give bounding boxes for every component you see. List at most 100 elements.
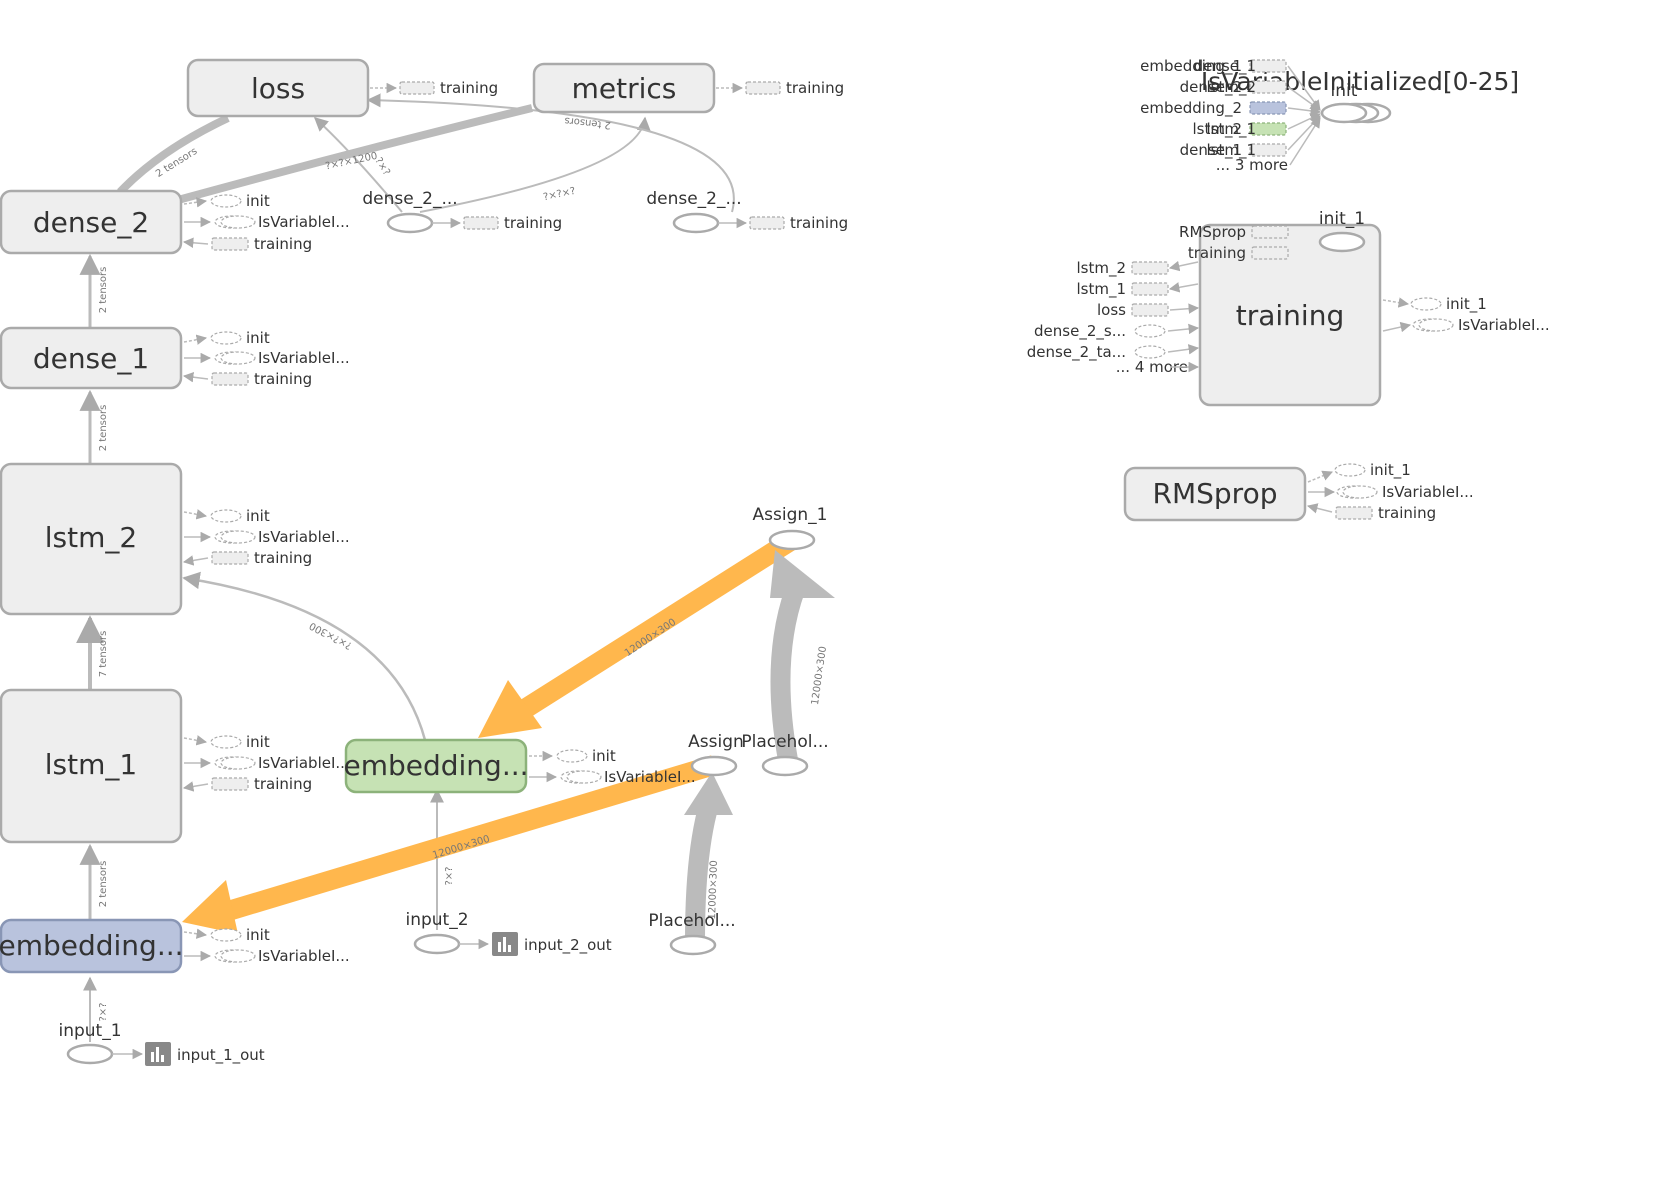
aux-lstm1-init[interactable]: init [183, 733, 270, 751]
node-embedding-1[interactable]: embedding... [0, 918, 184, 974]
edge-dense2a-metrics [419, 116, 651, 213]
training-input[interactable]: lstm_1 [1076, 280, 1199, 299]
training-input[interactable]: lstm_2 [1076, 259, 1199, 278]
op-placeholder-b-label: Placehol... [648, 911, 735, 931]
aux-lstm2-init[interactable]: init [183, 507, 270, 525]
op-placeholder-a[interactable]: Placehol... [741, 732, 829, 777]
aux-dense1-init[interactable]: init [183, 329, 270, 347]
aux-lstm2-training[interactable]: training [182, 549, 312, 567]
node-lstm-1-title: lstm_1 [45, 748, 137, 781]
edge-embedding2-lstm2 [182, 571, 427, 741]
training-out-init-1[interactable]: init_1 [1382, 295, 1487, 314]
op-dense-2-a[interactable]: dense_2_... [362, 189, 458, 234]
aux-label: training [786, 79, 844, 97]
aux-lstm2-isvar[interactable]: IsVariableI... [184, 528, 350, 546]
ref-edge-assign-arrowhead [182, 880, 238, 934]
init-input[interactable]: dense_1 [1180, 115, 1321, 160]
aux-dense2b-training[interactable]: training [718, 214, 848, 232]
op-dense-2-a-label: dense_2_... [362, 189, 457, 209]
aux-label: init [592, 747, 616, 765]
op-init-label: init [1331, 81, 1358, 101]
node-training-title: training [1236, 299, 1344, 332]
rmsprop-out-training[interactable]: training [1306, 503, 1436, 522]
rmsprop-out-init-1[interactable]: init_1 [1307, 461, 1411, 483]
summary-input-1-out[interactable]: input_1_out [112, 1042, 265, 1066]
node-embedding-2[interactable]: embedding... [343, 738, 529, 794]
node-lstm-2[interactable]: lstm_2 [0, 462, 183, 616]
node-dense-2[interactable]: dense_2 [0, 189, 183, 255]
aux-label: IsVariableI... [258, 528, 350, 546]
svg-text:RMSprop: RMSprop [1179, 223, 1246, 241]
node-metrics[interactable]: metrics [532, 62, 716, 114]
summary-input-2-out[interactable]: input_2_out [459, 932, 612, 956]
init-input[interactable]: embedding_2 [1140, 99, 1322, 118]
aux-label: IsVariableI... [258, 754, 350, 772]
training-input[interactable]: dense_2_s... [1034, 322, 1200, 341]
init-input-back: dense_1 [1194, 57, 1256, 76]
aux-dense1-isvar[interactable]: IsVariableI... [184, 349, 350, 367]
aux-dense1-training[interactable]: training [182, 370, 312, 388]
op-placeholder-b[interactable]: Placehol... [648, 911, 736, 956]
init-more[interactable]: ... 3 more [1216, 117, 1321, 174]
edge-labels: 2 tensors 2 tensors 7 tensors 2 tensors … [98, 115, 829, 1022]
node-training[interactable]: training [1198, 223, 1382, 407]
op-placeholder-a-label: Placehol... [741, 732, 828, 752]
aux-label: training [254, 775, 312, 793]
op-input-2-label: input_2 [405, 910, 468, 930]
aux-embedding2-isvar[interactable]: IsVariableI... [529, 768, 696, 786]
training-more[interactable]: ... 4 more [1116, 358, 1200, 376]
aux-embedding1-isvar[interactable]: IsVariableI... [184, 947, 350, 965]
node-rmsprop[interactable]: RMSprop [1123, 466, 1307, 522]
training-out-isvar[interactable]: IsVariableI... [1382, 316, 1550, 334]
edge-placeholder-b-assign [685, 809, 717, 941]
edge-dense2b-loss [366, 93, 735, 213]
aux-lstm1-isvar[interactable]: IsVariableI... [184, 754, 350, 772]
node-lstm-1[interactable]: lstm_1 [0, 688, 183, 844]
aux-dense2-isvar[interactable]: IsVariableI... [184, 213, 350, 231]
training-input[interactable]: dense_2_ta... [1027, 343, 1200, 362]
op-input-1[interactable]: input_1 [58, 1021, 122, 1065]
aux-dense2-init[interactable]: init [183, 192, 270, 210]
aux-loss-training[interactable]: training [370, 79, 498, 97]
svg-text:embedding_1: embedding_1 [1140, 57, 1242, 76]
node-loss-title: loss [251, 72, 305, 105]
aux-metrics-training[interactable]: training [716, 79, 844, 97]
aux-label: init [246, 192, 270, 210]
aux-label: init [246, 507, 270, 525]
node-dense-1[interactable]: dense_1 [0, 326, 183, 390]
svg-text:... 4 more: ... 4 more [1116, 358, 1188, 376]
rmsprop-out-isvar[interactable]: IsVariableI... [1308, 483, 1474, 501]
svg-text:lstm_2: lstm_2 [1076, 259, 1126, 278]
aux-label: IsVariableI... [1458, 316, 1550, 334]
svg-text:training: training [1188, 244, 1246, 262]
init-input-back: lstm_2 [1206, 78, 1256, 97]
ref-edge-assign1-arrowhead [478, 680, 542, 738]
training-input-training[interactable]: training [1188, 244, 1289, 262]
op-dense-2-b[interactable]: dense_2_... [646, 189, 742, 234]
op-input-1-label: input_1 [58, 1021, 121, 1041]
training-input[interactable]: loss [1097, 301, 1200, 319]
aux-lstm1-training[interactable]: training [182, 775, 312, 793]
aux-label: training [254, 235, 312, 253]
node-loss[interactable]: loss [186, 58, 370, 118]
aux-dense2-training[interactable]: training [182, 235, 312, 253]
svg-text:dense_2_s...: dense_2_s... [1034, 322, 1126, 341]
training-input-rmsprop[interactable]: RMSprop [1179, 223, 1289, 241]
edge-label-2-tensors: 2 tensors [98, 861, 109, 908]
init-input-back: lstm_1 [1206, 141, 1256, 160]
op-assign[interactable]: Assign [688, 732, 744, 777]
summary-input-2-out-label: input_2_out [524, 936, 612, 955]
edge-label-2-tensors: 2 tensors [98, 405, 109, 452]
aux-dense2a-training[interactable]: training [432, 214, 562, 232]
aux-label: init [246, 926, 270, 944]
aux-label: init [246, 733, 270, 751]
aux-label: IsVariableI... [258, 349, 350, 367]
op-input-2[interactable]: input_2 [405, 910, 469, 955]
init-inputs: embedding_1 dense_1 dense_2 lstm_2 embed… [1140, 57, 1322, 174]
op-init-1[interactable]: init_1 [1318, 209, 1366, 253]
aux-embedding1-init[interactable]: init [183, 926, 270, 944]
aux-label: training [790, 214, 848, 232]
aux-embedding2-init[interactable]: init [529, 747, 616, 765]
op-assign-1[interactable]: Assign_1 [753, 505, 828, 551]
